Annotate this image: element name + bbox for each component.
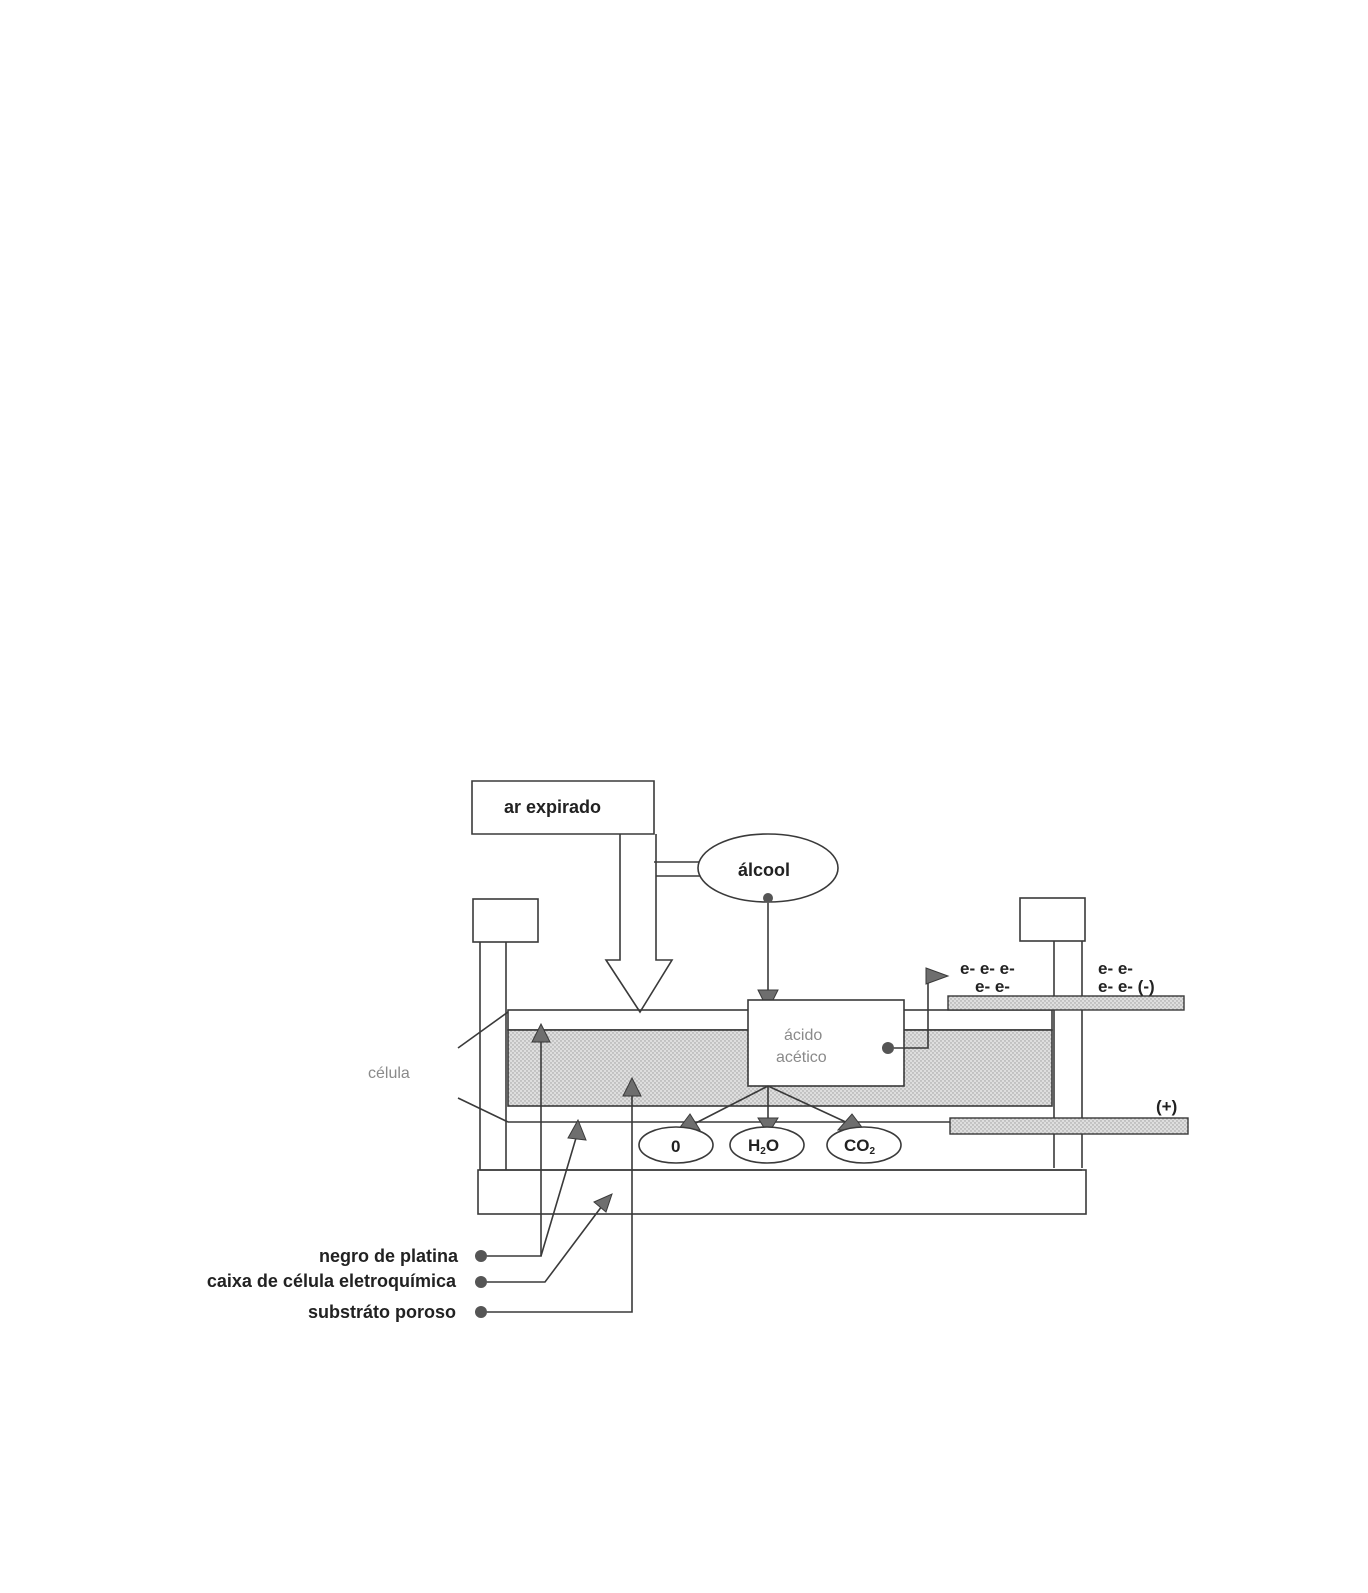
acetic-acid-node: ácido acético bbox=[747, 967, 950, 1087]
electrons-right-row2: e- e- (-) bbox=[1098, 977, 1155, 996]
product-co2-label: CO2 bbox=[844, 1136, 876, 1157]
legend: negro de platina caixa de célula eletroq… bbox=[207, 1022, 642, 1322]
acetic-acid-label-2: acético bbox=[776, 1049, 827, 1066]
electrons-left-row1: e- e- e- bbox=[960, 959, 1015, 978]
cell-callout: célula bbox=[368, 1011, 509, 1123]
acetic-acid-dot bbox=[882, 1042, 894, 1054]
platinum-black-label: negro de platina bbox=[319, 1246, 459, 1266]
cell-label: célula bbox=[368, 1065, 410, 1082]
alcohol-label: álcool bbox=[738, 860, 790, 880]
product-oxygen bbox=[638, 1126, 714, 1164]
exhaled-air-label: ar expirado bbox=[504, 797, 601, 817]
electron-flag-arrow bbox=[925, 967, 950, 985]
porous-substrate-label: substráto poroso bbox=[308, 1302, 456, 1322]
cell-housing-base bbox=[477, 1169, 1087, 1215]
acetic-acid-label-1: ácido bbox=[784, 1027, 822, 1044]
alcohol-node: álcool bbox=[697, 833, 839, 1012]
product-oxygen-label: 0 bbox=[671, 1137, 680, 1156]
electrons-right-row1: e- e- bbox=[1098, 959, 1133, 978]
exhaled-air-inlet: ar expirado bbox=[471, 780, 702, 1014]
positive-terminal-label: (+) bbox=[1156, 1097, 1177, 1116]
product-co2 bbox=[826, 1126, 902, 1164]
products: 0 H2O CO2 bbox=[638, 1085, 902, 1164]
electrons-left-row2: e- e- bbox=[975, 977, 1010, 996]
negative-electrode bbox=[947, 995, 1185, 1011]
alcohol-dot bbox=[763, 893, 773, 903]
product-water bbox=[729, 1126, 805, 1164]
positive-electrode bbox=[949, 1117, 1189, 1135]
product-water-label: H2O bbox=[748, 1136, 779, 1157]
cell-housing-label: caixa de célula eletroquímica bbox=[207, 1271, 457, 1291]
left-post bbox=[472, 898, 539, 1170]
